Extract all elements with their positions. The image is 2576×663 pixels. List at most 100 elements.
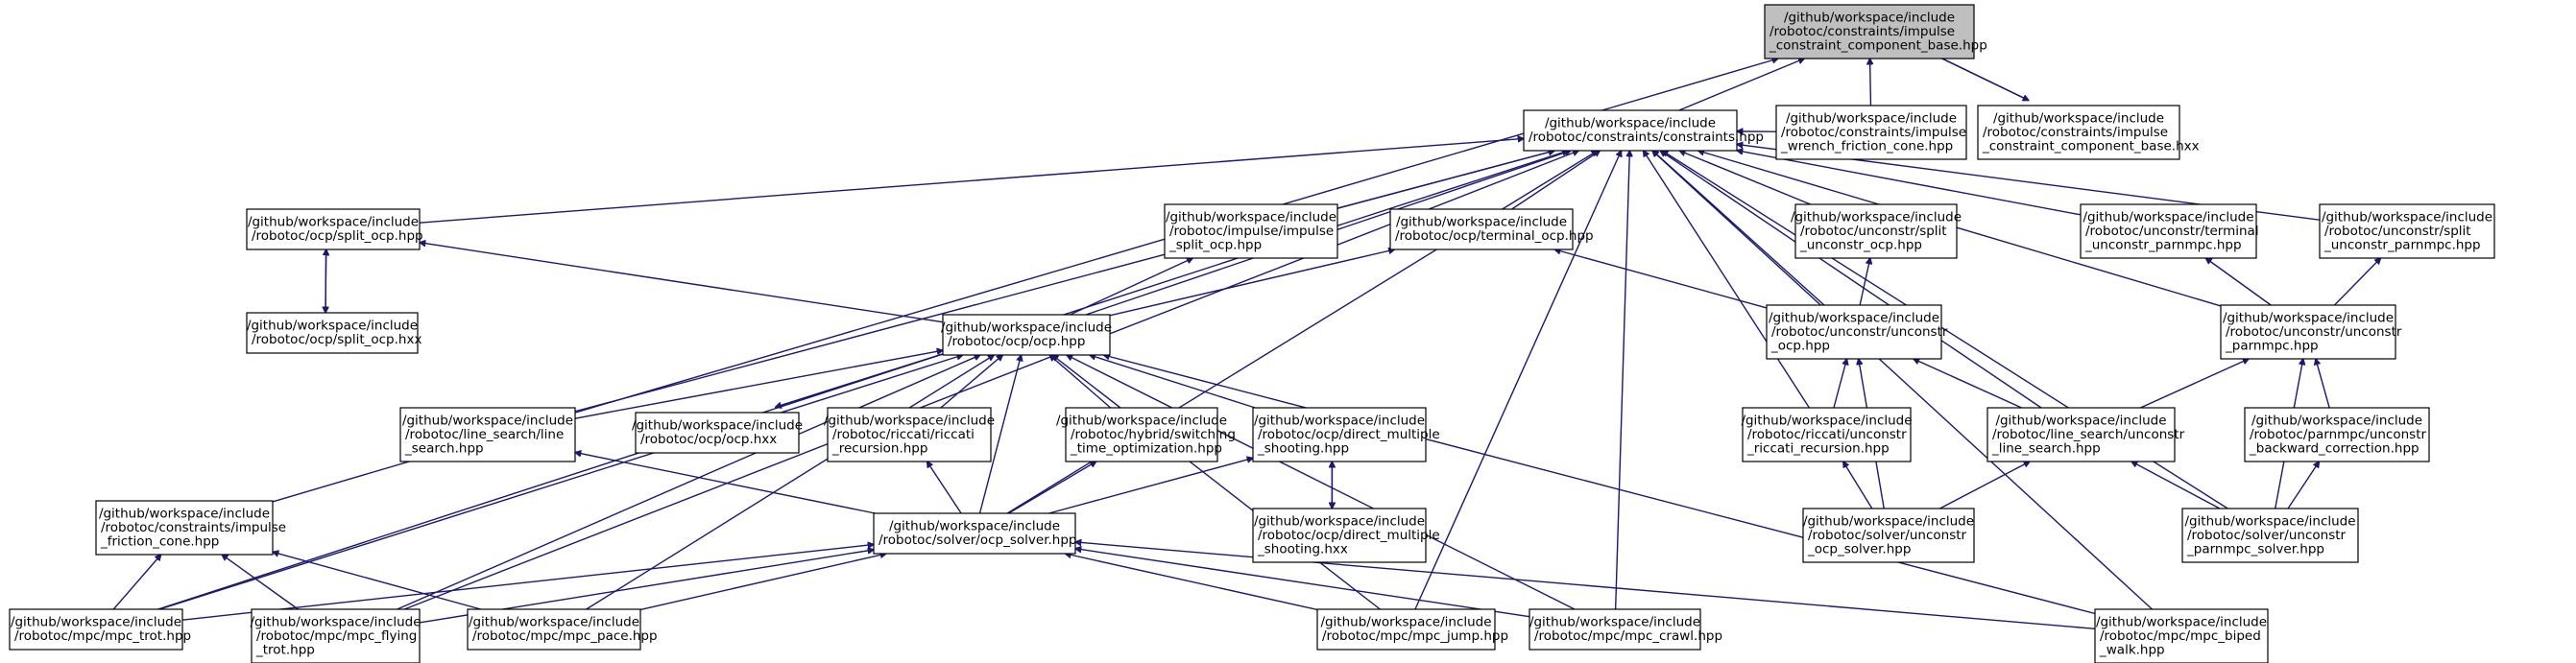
node-trot[interactable]: /github/workspace/include/robotoc/mpc/mp… <box>9 608 191 651</box>
node-box <box>2094 608 2269 663</box>
node-label-line: /robotoc/solver/unconstr <box>1808 528 1967 543</box>
edge-terminal-to-constraints <box>1511 151 1601 210</box>
node-terminal[interactable]: /github/workspace/include/robotoc/ocp/te… <box>1389 208 1594 250</box>
node-splitocphxx[interactable]: /github/workspace/include/robotoc/ocp/sp… <box>246 312 422 354</box>
node-splitocp[interactable]: /github/workspace/include/robotoc/ocp/sp… <box>246 208 423 250</box>
node-label-line: /github/workspace/include <box>1803 513 1974 529</box>
node-impsplit[interactable]: /github/workspace/include/robotoc/impuls… <box>1164 203 1338 259</box>
node-uparsolver[interactable]: /github/workspace/include/robotoc/solver… <box>2181 508 2359 563</box>
node-biped[interactable]: /github/workspace/include/robotoc/mpc/mp… <box>2094 608 2269 663</box>
node-dmshxx[interactable]: /github/workspace/include/robotoc/ocp/di… <box>1252 508 1440 563</box>
node-label-line: /github/workspace/include <box>2223 310 2394 325</box>
node-label-line: _shooting.hxx <box>1257 541 1348 556</box>
edge-upar-to-usplitpar <box>2333 258 2380 306</box>
node-constraints[interactable]: /github/workspace/include/robotoc/constr… <box>1523 109 1764 152</box>
node-label-line: /github/workspace/include <box>1993 110 2164 126</box>
edge-ocpsolver-to-switching <box>1008 462 1095 514</box>
edge-ulinesearch-to-uocp <box>1914 359 2022 409</box>
node-label-line: _riccati_recursion.hpp <box>1746 440 1890 456</box>
node-label-line: /github/workspace/include <box>247 319 418 334</box>
node-ocp[interactable]: /github/workspace/include/robotoc/ocp/oc… <box>941 314 1112 356</box>
node-label-line: /github/workspace/include <box>824 413 995 428</box>
node-label-line: /github/workspace/include <box>2322 209 2492 225</box>
edge-jump-to-constraints <box>1414 151 1622 610</box>
node-box <box>2181 508 2359 563</box>
node-label-line: /robotoc/unconstr/split <box>2324 224 2471 239</box>
node-wrench[interactable]: /github/workspace/include/robotoc/constr… <box>1775 105 1967 160</box>
node-box <box>873 512 1076 555</box>
edge-ocpsolver-to-dms <box>1048 458 1253 514</box>
node-usplitpar[interactable]: /github/workspace/include/robotoc/uncons… <box>2319 203 2495 259</box>
node-box <box>1065 407 1218 462</box>
node-uterminal[interactable]: /github/workspace/include/robotoc/uncons… <box>2080 203 2259 259</box>
node-friction[interactable]: /github/workspace/include/robotoc/constr… <box>95 500 286 556</box>
node-box <box>1977 105 2180 160</box>
edge-constraints-to-root <box>1678 59 1805 111</box>
node-box <box>1986 407 2176 462</box>
edge-trot-to-friction <box>112 555 160 610</box>
node-label-line: /github/workspace/include <box>1320 615 1491 630</box>
edge-flying-to-friction <box>222 555 299 610</box>
node-label-line: _search.hpp <box>404 440 484 456</box>
node-uriccati[interactable]: /github/workspace/include/robotoc/riccat… <box>1741 407 1913 462</box>
edge-upar-to-constraints <box>1698 151 2222 307</box>
node-label-line: /robotoc/constraints/constraints.hpp <box>1529 130 1764 145</box>
edge-splitocp-to-constraints <box>419 138 1524 224</box>
node-box <box>1252 407 1427 462</box>
node-usplit[interactable]: /github/workspace/include/robotoc/uncons… <box>1791 203 1962 259</box>
node-label-line: /github/workspace/include <box>250 614 421 629</box>
node-label-line: /github/workspace/include <box>99 506 270 521</box>
node-label-line: /robotoc/ocp/split_ocp.hxx <box>252 332 421 347</box>
node-jump[interactable]: /github/workspace/include/robotoc/mpc/mp… <box>1316 608 1508 651</box>
edge-ocp-to-splitocp <box>420 243 944 323</box>
node-uocpsolver[interactable]: /github/workspace/include/robotoc/solver… <box>1802 508 1975 563</box>
node-box <box>246 208 421 250</box>
node-label-line: /robotoc/ocp/direct_multiple <box>1258 427 1440 442</box>
node-label-line: _line_search.hpp <box>1991 440 2101 456</box>
node-crawl[interactable]: /github/workspace/include/robotoc/mpc/mp… <box>1529 608 1722 651</box>
node-box <box>2080 203 2257 259</box>
node-ocpsolver[interactable]: /github/workspace/include/robotoc/solver… <box>873 512 1077 555</box>
node-label-line: /github/workspace/include <box>2082 209 2253 225</box>
node-pace[interactable]: /github/workspace/include/robotoc/mpc/mp… <box>467 608 658 651</box>
node-basehxx[interactable]: /github/workspace/include/robotoc/constr… <box>1977 105 2200 160</box>
node-box <box>1775 105 1967 160</box>
node-label-line: /robotoc/mpc/mpc_flying <box>256 628 417 644</box>
node-backward[interactable]: /github/workspace/include/robotoc/parnmp… <box>2244 407 2430 462</box>
node-label-line: /robotoc/unconstr/unconstr <box>2226 324 2402 340</box>
edge-uriccati-to-constraints <box>1644 151 1811 409</box>
edge-ocp-to-ocphxx <box>776 348 957 407</box>
node-label-line: /github/workspace/include <box>1786 110 1957 126</box>
edge-crawl-to-constraints <box>1614 151 1630 610</box>
node-box <box>635 412 800 454</box>
node-linesearch[interactable]: /github/workspace/include/robotoc/line_s… <box>399 407 576 462</box>
node-box <box>2244 407 2430 462</box>
edge-biped-to-constraints <box>1652 151 2153 610</box>
node-label-line: /github/workspace/include <box>248 215 419 230</box>
node-label-line: /github/workspace/include <box>1396 215 1567 230</box>
node-label-line: /github/workspace/include <box>1166 209 1336 225</box>
node-box <box>1802 508 1975 563</box>
node-label-line: _parnmpc_solver.hpp <box>2186 541 2324 556</box>
node-flying[interactable]: /github/workspace/include/robotoc/mpc/mp… <box>250 608 421 663</box>
edge-flying-to-ocp <box>397 355 980 610</box>
edge-wrench-to-root <box>1870 59 1871 107</box>
node-box <box>251 608 421 663</box>
node-label-line: _split_ocp.hpp <box>1168 237 1262 252</box>
node-label-line: /github/workspace/include <box>1254 513 1425 529</box>
node-uocp[interactable]: /github/workspace/include/robotoc/uncons… <box>1766 304 1948 360</box>
node-ulinesearch[interactable]: /github/workspace/include/robotoc/line_s… <box>1986 407 2185 462</box>
edge-ocpsolver-to-ocp <box>978 355 1021 514</box>
edge-pace-to-ocp <box>586 355 995 610</box>
node-label-line: _walk.hpp <box>2099 642 2165 657</box>
node-root[interactable]: /github/workspace/include/robotoc/constr… <box>1764 4 1987 59</box>
edge-ocp-to-impsplit <box>1070 258 1193 316</box>
node-dms[interactable]: /github/workspace/include/robotoc/ocp/di… <box>1252 407 1440 462</box>
node-upar[interactable]: /github/workspace/include/robotoc/uncons… <box>2220 304 2402 360</box>
node-riccati[interactable]: /github/workspace/include/robotoc/riccat… <box>824 407 995 462</box>
node-switching[interactable]: /github/workspace/include/robotoc/hybrid… <box>1056 407 1236 462</box>
node-ocphxx[interactable]: /github/workspace/include/robotoc/ocp/oc… <box>632 412 803 454</box>
node-box <box>246 312 419 354</box>
node-box <box>1764 4 1975 59</box>
node-label-line: /github/workspace/include <box>469 615 639 630</box>
